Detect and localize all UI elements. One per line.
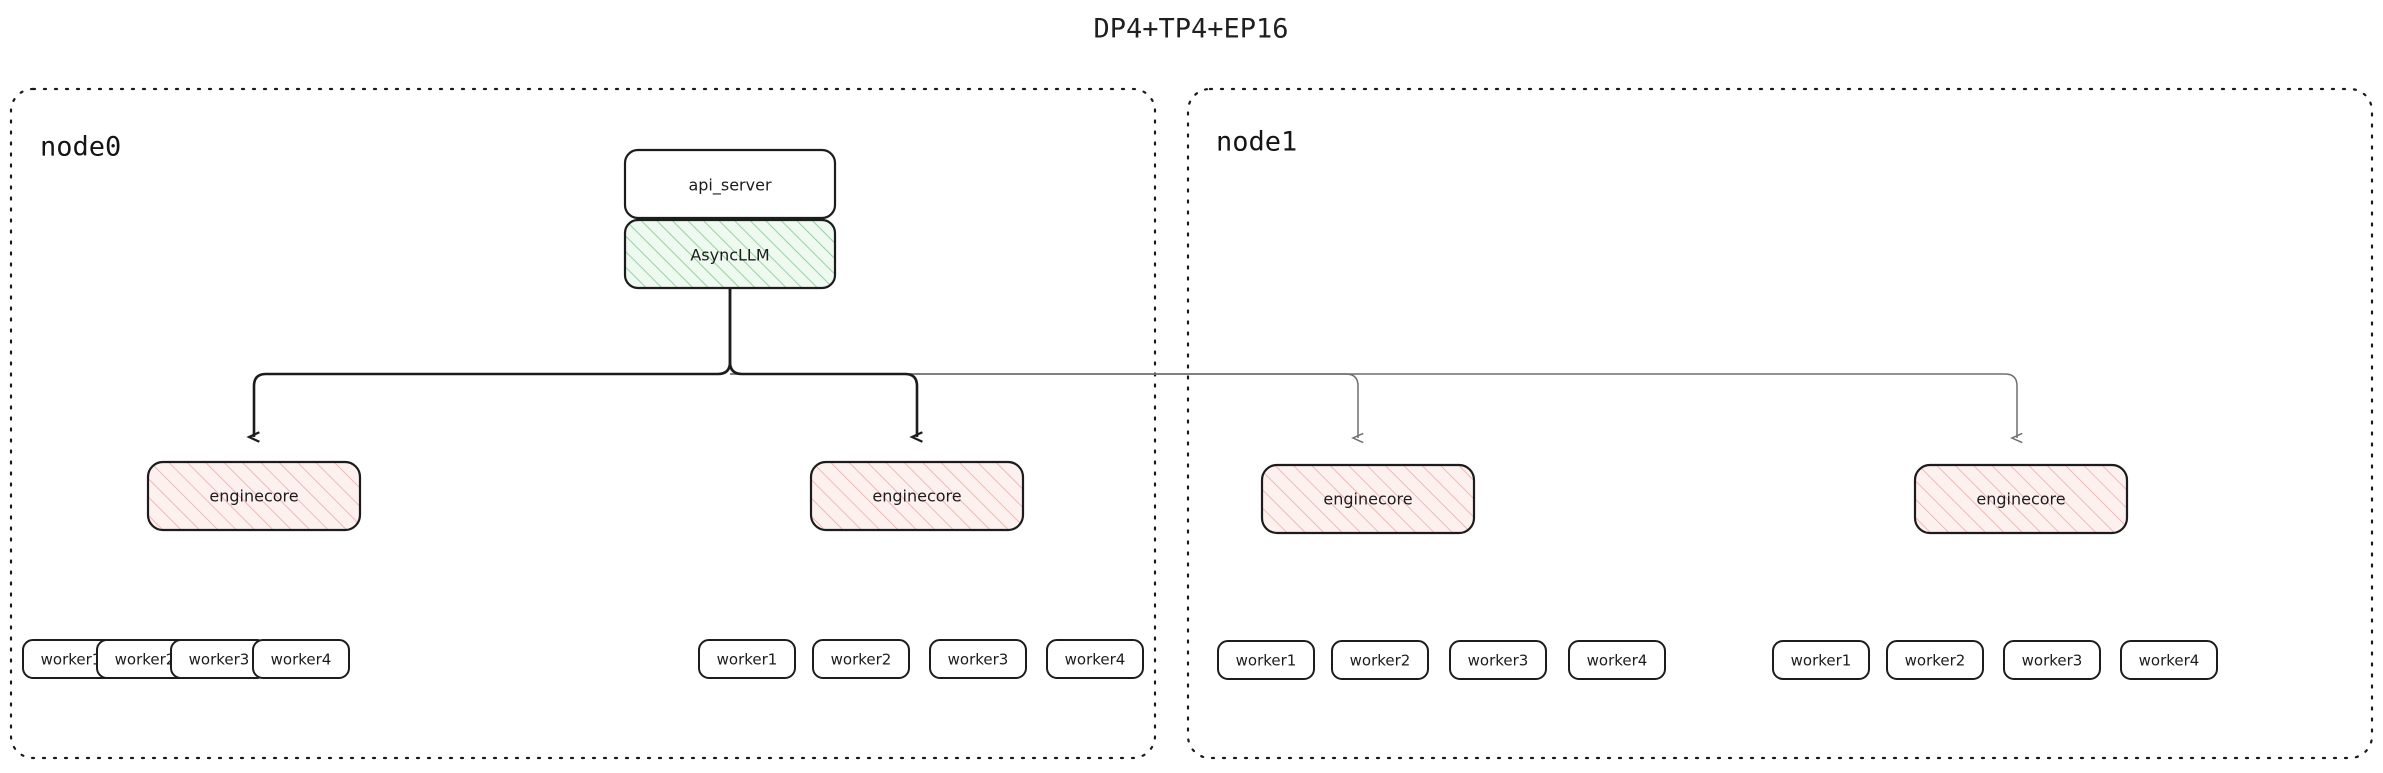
worker-box[interactable]: worker4 — [1046, 639, 1144, 679]
worker-box[interactable]: worker3 — [929, 639, 1027, 679]
edge-asyncllm-trunk — [728, 288, 743, 376]
asyncllm-box[interactable]: AsyncLLM — [623, 218, 837, 290]
enginecore-node1-1-shape[interactable] — [1913, 463, 2129, 535]
worker-box-shape[interactable] — [1217, 640, 1315, 680]
edges-strong — [254, 288, 917, 437]
worker-label: worker4 — [271, 651, 332, 669]
worker-box-shape[interactable] — [1046, 639, 1144, 679]
worker-label: worker3 — [1468, 652, 1529, 670]
enginecore-node0-1[interactable]: enginecore — [809, 460, 1025, 532]
api-server-box-shape[interactable] — [623, 148, 837, 220]
worker-label: worker1 — [717, 651, 778, 669]
worker-box[interactable]: worker1 — [22, 639, 120, 679]
worker-row-node1-0: worker1 worker2 worker3 worker4 — [1217, 640, 1666, 680]
edge-asyncllm-trunk-mirror — [717, 288, 732, 376]
worker-box[interactable]: worker1 — [1772, 640, 1870, 680]
worker-box-shape[interactable] — [1568, 640, 1666, 680]
worker-label: worker2 — [831, 651, 892, 669]
api-server-label: api_server — [688, 176, 771, 196]
worker-box[interactable]: worker2 — [96, 639, 194, 679]
node0-container — [9, 87, 1157, 760]
worker-box-shape[interactable] — [812, 639, 910, 679]
worker-label: worker4 — [1065, 651, 1126, 669]
worker-label: worker3 — [2022, 652, 2083, 670]
worker-box[interactable]: worker2 — [1886, 640, 1984, 680]
worker-label: worker3 — [948, 651, 1009, 669]
enginecore-node1-0[interactable]: enginecore — [1260, 463, 1476, 535]
api-server-box[interactable]: api_server — [623, 148, 837, 220]
worker-label: worker1 — [41, 651, 102, 669]
worker-box[interactable]: worker2 — [1331, 640, 1429, 680]
enginecore-node0-0-shape[interactable] — [146, 460, 362, 532]
node-group-node0: node0 — [9, 87, 1157, 760]
enginecore-node0-1-shape[interactable] — [809, 460, 1025, 532]
edge-asyncllm-to-node0-ec1 — [742, 372, 917, 437]
worker-label: worker1 — [1236, 652, 1297, 670]
enginecore-node1-1[interactable]: enginecore — [1913, 463, 2129, 535]
worker-box[interactable]: worker3 — [170, 639, 268, 679]
worker-box-shape[interactable] — [252, 639, 350, 679]
worker-label: worker2 — [1905, 652, 1966, 670]
edges-faint — [730, 373, 2023, 444]
enginecore-node1-1-label: enginecore — [1976, 490, 2065, 509]
worker-box-shape[interactable] — [2003, 640, 2101, 680]
worker-label: worker2 — [115, 651, 176, 669]
enginecore-node0-0[interactable]: enginecore — [146, 460, 362, 532]
worker-box[interactable]: worker4 — [1568, 640, 1666, 680]
node-group-node1: node1 — [1186, 87, 2374, 760]
enginecore-node0-1-label: enginecore — [872, 487, 961, 506]
worker-box[interactable]: worker3 — [2003, 640, 2101, 680]
asyncllm-label: AsyncLLM — [690, 246, 769, 265]
worker-label: worker4 — [1587, 652, 1648, 670]
worker-label: worker2 — [1350, 652, 1411, 670]
worker-box[interactable]: worker4 — [252, 639, 350, 679]
worker-box-shape[interactable] — [1886, 640, 1984, 680]
worker-box-shape[interactable] — [1331, 640, 1429, 680]
worker-label: worker4 — [2139, 652, 2200, 670]
node0-label: node0 — [40, 132, 121, 163]
node1-container — [1186, 87, 2374, 760]
worker-row-node0-0: worker1 worker2 worker3 worker4 — [22, 639, 350, 679]
worker-box[interactable]: worker4 — [2120, 640, 2218, 680]
edge-asyncllm-to-node1-ec1 — [730, 373, 2023, 444]
edge-asyncllm-to-node1-ec0 — [730, 373, 1364, 444]
worker-box[interactable]: worker1 — [698, 639, 796, 679]
enginecore-node1-0-label: enginecore — [1323, 490, 1412, 509]
worker-box[interactable]: worker1 — [1217, 640, 1315, 680]
node1-label: node1 — [1216, 127, 1297, 158]
worker-box-shape[interactable] — [929, 639, 1027, 679]
edge-asyncllm-to-node0-ec0 — [254, 372, 718, 437]
worker-label: worker1 — [1791, 652, 1852, 670]
enginecore-node0-0-label: enginecore — [209, 487, 298, 506]
worker-box-shape[interactable] — [1772, 640, 1870, 680]
page-title: DP4+TP4+EP16 — [1093, 14, 1288, 45]
worker-box-shape[interactable] — [1449, 640, 1547, 680]
worker-row-node0-1: worker1 worker2 worker3 worker4 — [698, 639, 1144, 679]
worker-row-node1-1: worker1 worker2 worker3 worker4 — [1772, 640, 2218, 680]
worker-box[interactable]: worker2 — [812, 639, 910, 679]
enginecore-node1-0-shape[interactable] — [1260, 463, 1476, 535]
asyncllm-box-shape[interactable] — [623, 218, 837, 290]
worker-label: worker3 — [189, 651, 250, 669]
worker-box-shape[interactable] — [698, 639, 796, 679]
worker-box-shape[interactable] — [2120, 640, 2218, 680]
worker-box[interactable]: worker3 — [1449, 640, 1547, 680]
